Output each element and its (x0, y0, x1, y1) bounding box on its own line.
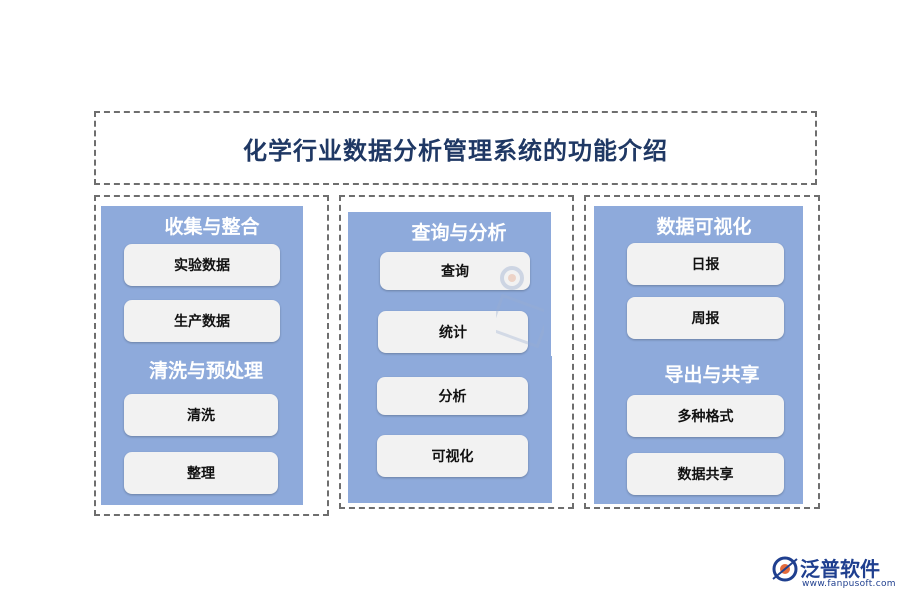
column-collection-cleaning (94, 195, 329, 516)
item-analysis: 分析 (377, 377, 528, 415)
item-experiment-data: 实验数据 (124, 244, 280, 286)
page-title: 化学行业数据分析管理系统的功能介绍 (243, 137, 668, 165)
fanpu-logo-icon (772, 556, 798, 582)
brand-url: www.fanpusoft.com (802, 579, 896, 589)
column-visualization-export (584, 195, 820, 509)
heading-collection: 收集与整合 (164, 216, 260, 238)
item-multiple-formats: 多种格式 (627, 395, 784, 437)
item-visualization: 可视化 (377, 435, 528, 477)
item-query: 查询 (380, 252, 530, 290)
brand-logo: 泛普软件 www.fanpusoft.com (770, 552, 896, 594)
item-organizing: 整理 (124, 452, 278, 494)
item-weekly-report: 周报 (627, 297, 784, 339)
column-query-analysis (339, 195, 574, 509)
item-data-sharing: 数据共享 (627, 453, 784, 495)
heading-cleaning: 清洗与预处理 (148, 360, 263, 382)
heading-export-share: 导出与共享 (664, 364, 760, 386)
heading-query-analysis: 查询与分析 (411, 222, 507, 244)
title-box: 化学行业数据分析管理系统的功能介绍 (94, 111, 817, 185)
item-cleaning: 清洗 (124, 394, 278, 436)
item-daily-report: 日报 (627, 243, 784, 285)
item-statistics: 统计 (378, 311, 528, 353)
item-production-data: 生产数据 (124, 300, 280, 342)
brand-name: 泛普软件 (800, 557, 880, 581)
heading-visualization: 数据可视化 (656, 216, 752, 238)
